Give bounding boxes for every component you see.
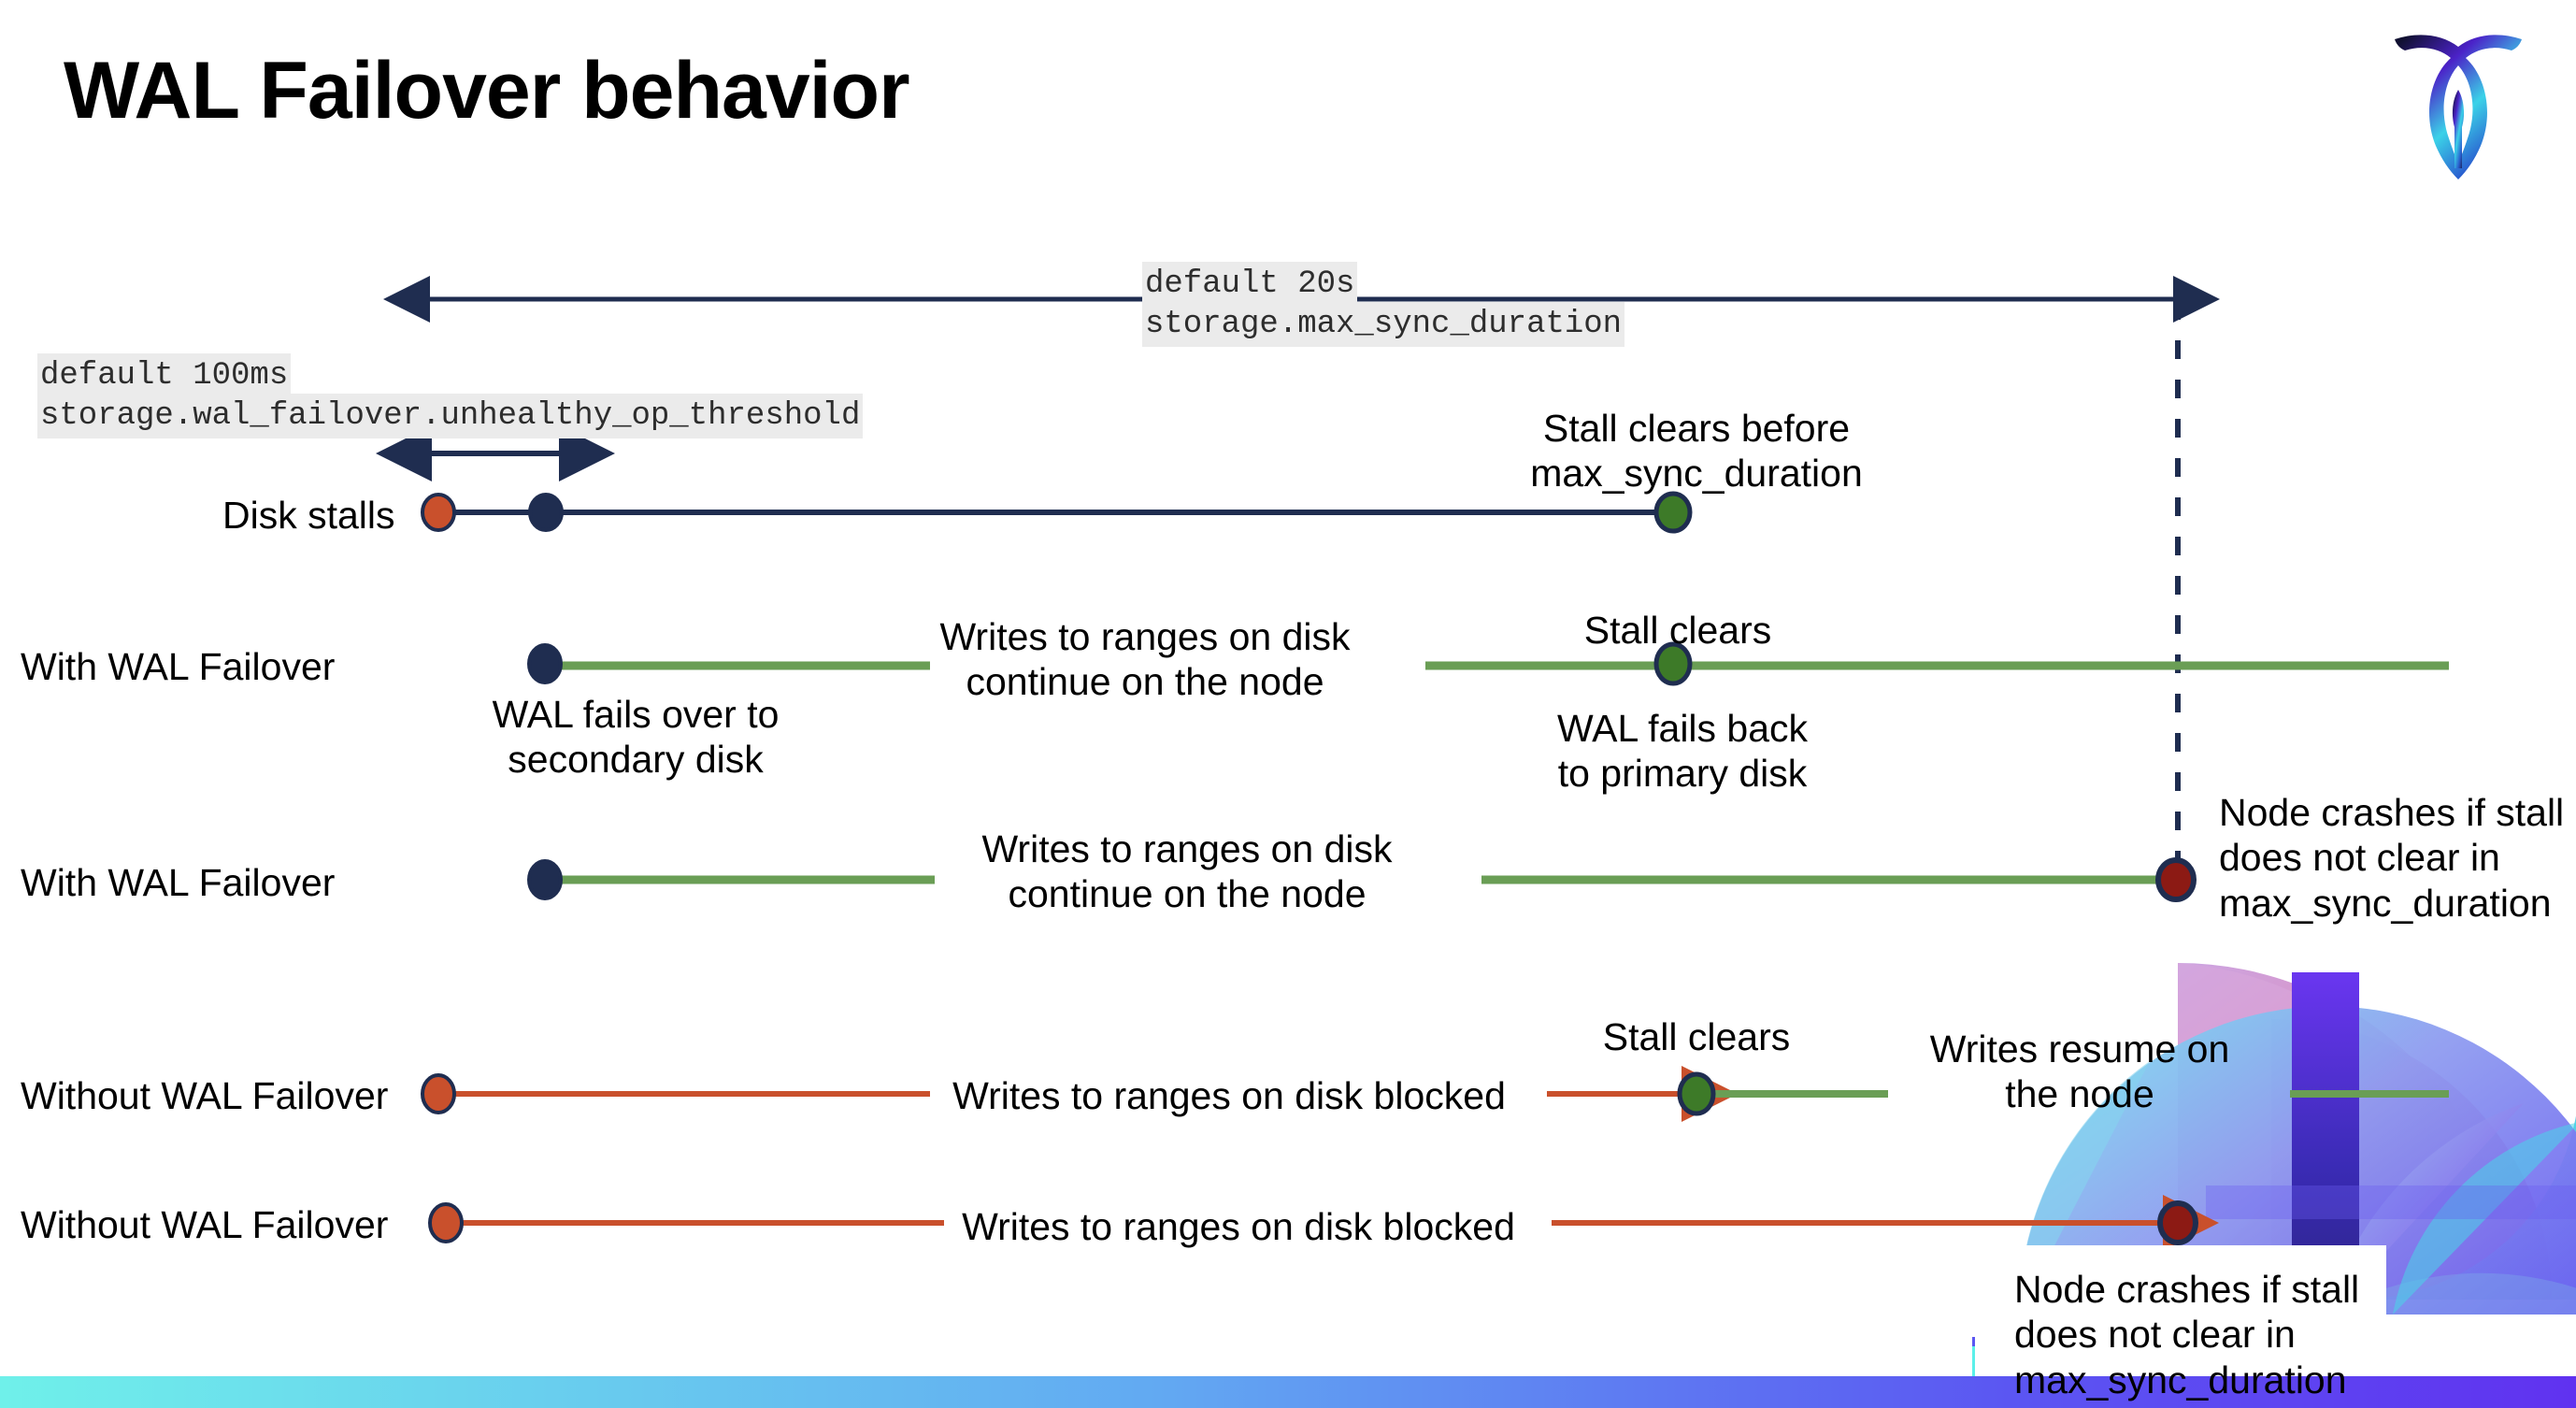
note-stall-clears-2: Stall clears	[1602, 1015, 1791, 1058]
wal-failover-2-start-marker	[527, 859, 563, 900]
note-node-crashes-1: Node crashes if stall does not clear in …	[2219, 791, 2565, 925]
disk-stalls-start-marker	[421, 493, 456, 532]
disk-stalls-clear-marker	[1653, 491, 1693, 534]
note-stall-clears-1: Stall clears	[1583, 609, 1772, 652]
unhealthy-setting-label: storage.wal_failover.unhealthy_op_thresh…	[37, 394, 864, 439]
note-wal-fails-over: WAL fails over to secondary disk	[492, 693, 780, 782]
wal-failover-1-clear-marker	[1653, 641, 1693, 686]
without-failover-2-crash-marker	[2157, 1200, 2198, 1245]
note-writes-continue-1: Writes to ranges on disk continue on the…	[939, 615, 1351, 704]
note-node-crashes-2: Node crashes if stall does not clear in …	[2014, 1268, 2360, 1401]
note-wal-fails-back: WAL fails back to primary disk	[1556, 707, 1809, 796]
note-writes-resume: Writes resume on the node	[1929, 1027, 2230, 1116]
note-writes-blocked-1: Writes to ranges on disk blocked	[952, 1074, 1506, 1117]
footer-gradient-bar	[0, 1376, 2576, 1408]
disk-stalls-failover-marker	[528, 493, 564, 532]
max-sync-default-label: default 20s	[1142, 262, 1358, 308]
wal-failover-2-crash-marker	[2155, 857, 2197, 902]
max-sync-setting-label: storage.max_sync_duration	[1142, 302, 1625, 348]
wal-failover-1-start-marker	[527, 643, 563, 684]
row-label-with-wal-failover-1: With WAL Failover	[21, 645, 336, 688]
note-stall-clears-before: Stall clears before max_sync_duration	[1530, 407, 1863, 496]
without-failover-1-clear-marker	[1677, 1071, 1716, 1116]
without-failover-1-start-marker	[421, 1073, 456, 1114]
page-title: WAL Failover behavior	[64, 46, 910, 136]
row-label-without-wal-failover-1: Without WAL Failover	[21, 1074, 389, 1117]
without-failover-2-start-marker	[428, 1202, 464, 1243]
row-label-disk-stalls: Disk stalls	[222, 494, 395, 537]
note-writes-continue-2: Writes to ranges on disk continue on the…	[981, 827, 1393, 916]
row-label-without-wal-failover-2: Without WAL Failover	[21, 1203, 389, 1246]
unhealthy-default-label: default 100ms	[37, 353, 292, 399]
note-writes-blocked-2: Writes to ranges on disk blocked	[962, 1205, 1515, 1248]
cockroachdb-logo	[2395, 35, 2522, 180]
row-label-with-wal-failover-2: With WAL Failover	[21, 861, 336, 904]
